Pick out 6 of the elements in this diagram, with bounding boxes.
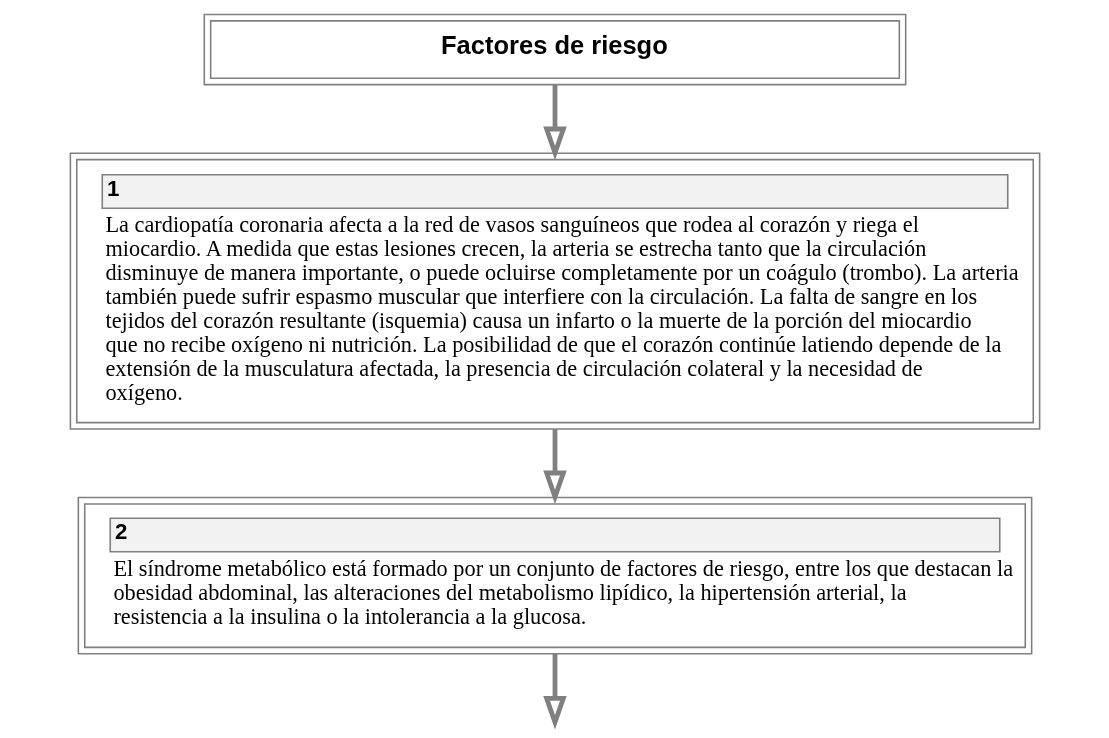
arrow — [542, 429, 567, 505]
node-box: 1 La cardiopatía coronaria afecta a la red de vasos sanguíneos que rodea al corazón y riega el miocardio. A medida que estas lesiones crecen, la arteria se estrecha tanto que la circulación disminuye de manera importante, o puede ocluirse completamente por un coágulo (trombo). La arteria también puede sufrir espasmo muscular que interfiere con la circulación. La falta de sangre en los tejidos del corazón resultante (isquemia) causa un infarto o la muerte de la porción del miocardio que no recibe oxígeno ni nutrición. La posibilidad de que el corazón continúe latiendo depende de la extensión de la musculatura afectada, la presencia de circulación colateral y la necesidad de oxígeno. — [69, 152, 1040, 430]
arrow — [542, 654, 567, 730]
node-box: Factores de riesgo — [203, 13, 906, 86]
node-box: 2 El síndrome metabólico está formado por un conjunto de factores de riesgo, entre los que destacan la obesidad abdominal, las alteraciones del metabolismo lipídico, la hipertensión arterial, la resistencia a la insulina o la intolerancia a la glucosa. — [77, 496, 1032, 655]
arrow — [542, 84, 567, 161]
